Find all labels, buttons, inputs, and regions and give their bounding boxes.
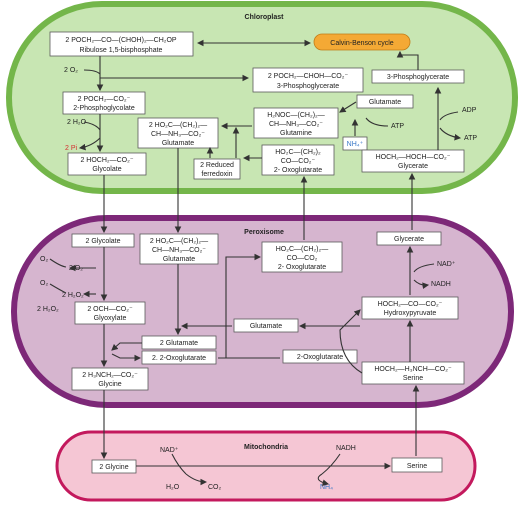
calvin-cycle-box: Calvin-Benson cycle: [313, 33, 411, 51]
svg-text:CO—CO₂: CO—CO₂: [287, 255, 318, 262]
pi-label: 2 Pi: [65, 145, 78, 152]
phosphoglycerate-right-box: 3-Phosphoglycerate: [371, 69, 465, 84]
glyoxylate-box: 2 OCH—CO₂⁻ Glyoxylate: [74, 301, 146, 325]
svg-text:2 Reduced: 2 Reduced: [200, 162, 234, 169]
svg-text:2- Oxoglutarate: 2- Oxoglutarate: [274, 167, 322, 174]
mitochondria-label: Mitochondria: [244, 444, 288, 451]
svg-text:Serine: Serine: [403, 375, 423, 382]
h2o2-label-b: 2 H₂O₂: [37, 306, 59, 313]
svg-text:Glycine: Glycine: [98, 381, 121, 388]
svg-text:HO₂C—(CH₂)₂—: HO₂C—(CH₂)₂—: [276, 246, 328, 253]
svg-text:Calvin-Benson cycle: Calvin-Benson cycle: [330, 40, 394, 47]
svg-text:2 HO₂C—(CH₂)₂—: 2 HO₂C—(CH₂)₂—: [149, 122, 207, 129]
hydroxypyruvate-box: HOCH₂—CO—CO₂⁻ Hydroxypyruvate: [361, 296, 459, 320]
nadh-mito-label: NADH: [336, 445, 356, 452]
phosphoglycolate-box: 2 POCH₂—CO₂⁻ 2-Phosphoglycolate: [62, 91, 146, 115]
glycerate-chloroplast-box: HOCH₂—HOCH—CO₂⁻ Glycerate: [361, 149, 465, 173]
svg-text:2-Oxoglutarate: 2-Oxoglutarate: [297, 354, 343, 361]
svg-text:Glutamate: Glutamate: [369, 99, 401, 106]
h2o-label: 2 H₂O: [67, 119, 87, 126]
adp-label: ADP: [462, 107, 477, 114]
svg-text:2 H₃NCH₂—CO₂⁻: 2 H₃NCH₂—CO₂⁻: [82, 372, 138, 379]
svg-text:CH—NH₃—CO₂⁻: CH—NH₃—CO₂⁻: [152, 247, 206, 254]
svg-text:2 HOCH₂—CO₂⁻: 2 HOCH₂—CO₂⁻: [80, 157, 133, 164]
svg-text:HOCH₂—H₃NCH—CO₂⁻: HOCH₂—H₃NCH—CO₂⁻: [374, 366, 452, 373]
svg-text:NH₄⁺: NH₄⁺: [347, 141, 364, 148]
oxoglutarate-chloroplast-box: HO₂C—(CH₂)₂ CO—CO₂⁻ 2- Oxoglutarate: [261, 144, 335, 176]
nh4-chloroplast-box: NH₄⁺: [342, 136, 368, 151]
oxoglutarate-mid-box: 2-Oxoglutarate: [282, 349, 358, 364]
rubp-box: 2 POCH₂—CO—(CHOH)₂—CH₂OP Ribulose 1,5-bi…: [49, 31, 194, 57]
svg-text:HOCH₂—HOCH—CO₂⁻: HOCH₂—HOCH—CO₂⁻: [376, 154, 451, 161]
svg-text:H₂NOC—(CH₂)₂—: H₂NOC—(CH₂)₂—: [267, 112, 325, 119]
glycine-peroxisome-box: 2 H₃NCH₂—CO₂⁻ Glycine: [71, 367, 149, 391]
serine-peroxisome-box: HOCH₂—H₃NCH—CO₂⁻ Serine: [361, 361, 465, 385]
glutamate-peroxisome-box: 2 HO₂C—(CH₂)₂— CH—NH₃—CO₂⁻ Glutamate: [139, 233, 219, 265]
svg-text:2 POCH₂—CHOH—CO₂⁻: 2 POCH₂—CHOH—CO₂⁻: [268, 73, 349, 80]
glycerate-peroxisome-box: Glycerate: [376, 231, 442, 246]
svg-text:3-Phosphoglycerate: 3-Phosphoglycerate: [387, 74, 449, 81]
glycine-mito-box: 2 Glycine: [91, 459, 137, 474]
chloroplast-label: Chloroplast: [245, 14, 285, 21]
svg-text:2 POCH₂—CO—(CHOH)₂—CH₂OP: 2 POCH₂—CO—(CHOH)₂—CH₂OP: [65, 37, 177, 44]
svg-text:Glyoxylate: Glyoxylate: [94, 315, 127, 322]
o2-label-a: O₂: [40, 256, 48, 263]
h2o2-label-a: 2 H₂O₂: [62, 292, 84, 299]
svg-text:2 OCH—CO₂⁻: 2 OCH—CO₂⁻: [87, 306, 133, 313]
svg-text:CO—CO₂⁻: CO—CO₂⁻: [281, 158, 316, 165]
svg-text:Glutamate: Glutamate: [163, 256, 195, 263]
o2-label: 2 O₂: [64, 67, 78, 74]
peroxisome-label: Peroxisome: [244, 229, 284, 236]
h2o-mito-label: H₂O: [166, 484, 180, 491]
nad-peroxisome-label: NAD⁺: [437, 261, 456, 268]
glutamate-small-box: Glutamate: [356, 94, 414, 109]
svg-text:CH—NH₃—CO₂⁻: CH—NH₃—CO₂⁻: [269, 121, 323, 128]
svg-text:HO₂C—(CH₂)₂: HO₂C—(CH₂)₂: [275, 149, 321, 156]
svg-text:2-Phosphoglycolate: 2-Phosphoglycolate: [73, 105, 135, 112]
glutamine-box: H₂NOC—(CH₂)₂— CH—NH₃—CO₂⁻ Glutamine: [253, 107, 339, 139]
nad-mito-label: NAD⁺: [160, 447, 179, 454]
svg-text:2 Glycine: 2 Glycine: [99, 464, 128, 471]
svg-text:2 POCH₂—CO₂⁻: 2 POCH₂—CO₂⁻: [78, 96, 131, 103]
atp-label-1: ATP: [391, 123, 404, 130]
svg-text:Glutamate: Glutamate: [162, 140, 194, 147]
svg-text:2 Glutamate: 2 Glutamate: [160, 340, 198, 347]
nadh-peroxisome-label: NADH: [431, 281, 451, 288]
svg-text:Serine: Serine: [407, 463, 427, 470]
co2-mito-label: CO₂: [208, 484, 222, 491]
phosphoglycerate-box: 2 POCH₂—CHOH—CO₂⁻ 3-Phosphoglycerate: [252, 67, 364, 93]
serine-mito-box: Serine: [391, 457, 443, 473]
svg-text:2. 2-Oxoglutarate: 2. 2-Oxoglutarate: [152, 355, 206, 362]
svg-text:ferredoxin: ferredoxin: [201, 171, 232, 178]
svg-text:3-Phosphoglycerate: 3-Phosphoglycerate: [277, 83, 339, 90]
svg-text:2- Oxoglutarate: 2- Oxoglutarate: [278, 264, 326, 271]
svg-text:Glutamate: Glutamate: [250, 323, 282, 330]
pathway-arrows: [49, 39, 462, 486]
glutamate-chloroplast-box: 2 HO₂C—(CH₂)₂— CH—NH₃—CO₂⁻ Glutamate: [137, 117, 219, 149]
atp-label-2: ATP: [464, 135, 477, 142]
svg-text:Hydroxypyruvate: Hydroxypyruvate: [384, 310, 437, 317]
o2-label-c: O₂: [40, 280, 48, 287]
glycolate-chloroplast-box: 2 HOCH₂—CO₂⁻ Glycolate: [67, 152, 147, 176]
svg-text:Glutamine: Glutamine: [280, 130, 312, 137]
nh4-mito-label: NH₄: [320, 484, 333, 491]
svg-text:Ribulose 1,5-bisphosphate: Ribulose 1,5-bisphosphate: [80, 47, 163, 54]
svg-text:CH—NH₃—CO₂⁻: CH—NH₃—CO₂⁻: [151, 131, 205, 138]
svg-text:HOCH₂—CO—CO₂⁻: HOCH₂—CO—CO₂⁻: [378, 301, 443, 308]
two-oxoglutarate-box: 2. 2-Oxoglutarate: [141, 350, 217, 365]
glycolate-peroxisome-box: 2 Glycolate: [71, 233, 135, 248]
glutamate-mid-box: Glutamate: [233, 318, 299, 333]
svg-text:Glycerate: Glycerate: [394, 236, 424, 243]
svg-text:Glycerate: Glycerate: [398, 163, 428, 170]
reduced-ferredoxin-box: 2 Reduced ferredoxin: [193, 158, 241, 180]
oxoglutarate-peroxisome-box: HO₂C—(CH₂)₂— CO—CO₂ 2- Oxoglutarate: [261, 241, 343, 273]
two-glutamate-box: 2 Glutamate: [141, 335, 217, 350]
svg-text:2 Glycolate: 2 Glycolate: [85, 238, 120, 245]
svg-text:Glycolate: Glycolate: [92, 166, 121, 173]
svg-text:2 HO₂C—(CH₂)₂—: 2 HO₂C—(CH₂)₂—: [150, 238, 208, 245]
